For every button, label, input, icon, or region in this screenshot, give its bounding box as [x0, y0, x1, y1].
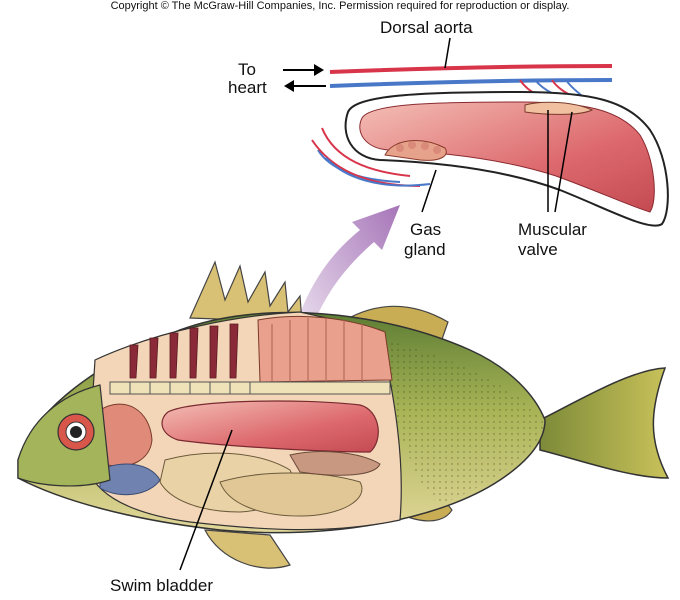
swim-bladder-leader	[179, 429, 233, 571]
copyright-notice: Copyright © The McGraw-Hill Companies, I…	[110, 0, 570, 12]
to-heart-label-line1: To	[238, 60, 256, 79]
dorsal-aorta-label: Dorsal aorta	[380, 18, 473, 37]
gas-gland-label-line2: gland	[404, 240, 446, 259]
dorsal-aorta-leader	[444, 37, 451, 69]
to-heart-arrows	[283, 64, 326, 92]
gas-gland-label-line1: Gas	[410, 220, 442, 239]
muscular-valve-label-line2: valve	[518, 240, 558, 259]
swim-bladder-detail	[311, 90, 669, 227]
muscular-valve-label-line1: Muscular	[518, 220, 587, 239]
gas-gland-leader	[421, 169, 437, 213]
muscular-valve-leader-2	[554, 111, 573, 213]
swim-bladder-label: Swim bladder	[110, 576, 213, 595]
to-heart-label-line2: heart	[228, 78, 267, 97]
fish-illustration	[17, 260, 670, 569]
